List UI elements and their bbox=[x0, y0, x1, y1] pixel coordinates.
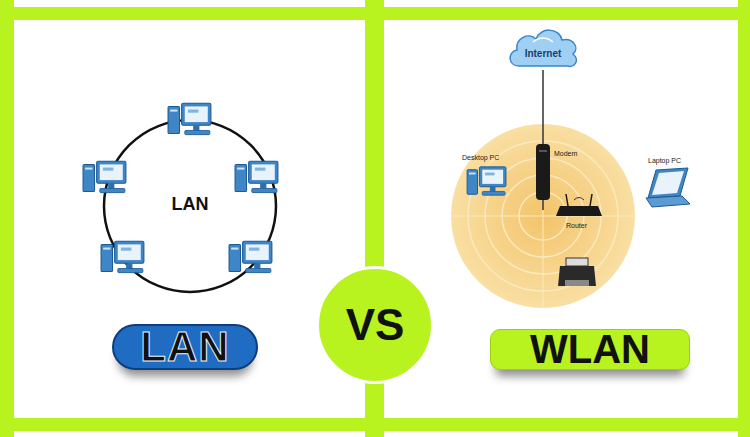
node-text: Internet bbox=[525, 48, 562, 59]
desktop-computer bbox=[467, 167, 506, 195]
internet-cloud: Internet bbox=[505, 22, 581, 72]
device-label: Desktop PC bbox=[462, 154, 512, 161]
lan-pill: LAN bbox=[112, 324, 258, 370]
laptop-computer bbox=[646, 168, 690, 207]
wifi-range bbox=[451, 124, 635, 308]
lan-computers bbox=[83, 103, 278, 272]
modem-device bbox=[536, 144, 550, 200]
node-text: WLAN bbox=[530, 327, 650, 372]
wlan-pill: WLAN bbox=[490, 329, 690, 370]
center-label: LAN bbox=[160, 194, 220, 215]
node-text: VS bbox=[346, 300, 405, 350]
router-device bbox=[556, 194, 602, 216]
printer-device bbox=[558, 258, 596, 286]
node-text: LAN bbox=[140, 323, 229, 371]
device-label: Modem bbox=[554, 150, 594, 157]
vs-circle: VS bbox=[316, 266, 434, 384]
device-label: Laptop PC bbox=[648, 157, 698, 164]
device-label: Router bbox=[566, 222, 606, 229]
cloud-outline bbox=[505, 22, 581, 72]
pill-shadow bbox=[374, 391, 376, 393]
